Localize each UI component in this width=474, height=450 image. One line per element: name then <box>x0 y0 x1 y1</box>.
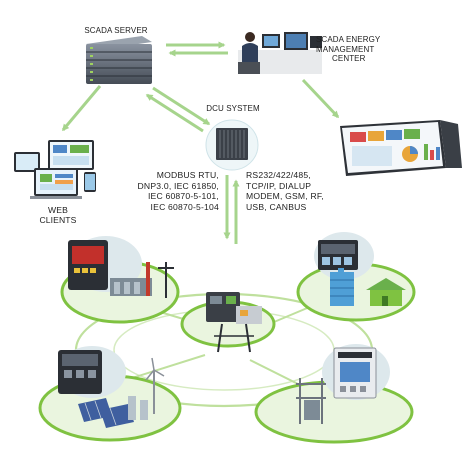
scada-server-label: SCADA SERVER <box>80 26 152 36</box>
physical-interfaces-list: RS232/422/485, TCP/IP, DIALUP MODEM, GSM… <box>246 170 342 212</box>
dcu-system-label-text: DCU SYSTEM <box>206 104 260 113</box>
interface-line: RS232/422/485, <box>246 170 311 180</box>
energy-center-label-line: SCADA ENERGY <box>316 35 381 44</box>
arrow-server-to-web <box>61 85 102 132</box>
interface-line: USB, CANBUS <box>246 201 307 212</box>
operator-workstation-icon <box>238 32 322 74</box>
web-clients-label-line: CLIENTS <box>39 215 77 225</box>
dashboard-screens-icon <box>340 120 462 176</box>
web-clients-label: WEB CLIENTS <box>36 205 80 225</box>
communication-arrows <box>61 41 340 244</box>
interface-line: TCP/IP, DIALUP <box>246 180 312 191</box>
substation-meter-icon <box>60 236 180 324</box>
server-rack-icon <box>86 36 152 84</box>
arrow-dcu-to-server <box>145 93 204 133</box>
urban-buildings-icon <box>296 232 416 322</box>
protocol-line: DNP3.0, IEC 61850, <box>137 180 219 191</box>
scada-server-label-text: SCADA SERVER <box>84 26 148 35</box>
transformer-meter-icon <box>254 344 414 444</box>
web-clients-devices-icon <box>14 140 96 199</box>
protocol-line: MODBUS RTU, <box>156 170 219 180</box>
rtu-cabinet-icon <box>180 292 276 353</box>
solar-wind-plant-icon <box>38 346 182 442</box>
energy-center-label-line: MANAGEMENT <box>316 44 375 54</box>
dcu-system-label: DCU SYSTEM <box>205 104 261 114</box>
energy-center-label-line: CENTER <box>332 54 366 63</box>
interface-line: MODEM, GSM, RF, <box>246 191 324 202</box>
protocol-line: IEC 60870-5-104 <box>150 201 219 212</box>
arrow-server-to-dcu <box>152 86 211 126</box>
field-protocols-list: MODBUS RTU, DNP3.0, IEC 61850, IEC 60870… <box>118 170 219 212</box>
energy-center-label: SCADA ENERGY MANAGEMENT CENTER <box>316 35 396 64</box>
web-clients-label-line: WEB <box>48 205 68 215</box>
protocol-line: IEC 60870-5-101, <box>147 191 219 202</box>
arrow-center-to-dashboards <box>301 78 340 119</box>
dcu-cabinet-icon <box>205 119 259 171</box>
